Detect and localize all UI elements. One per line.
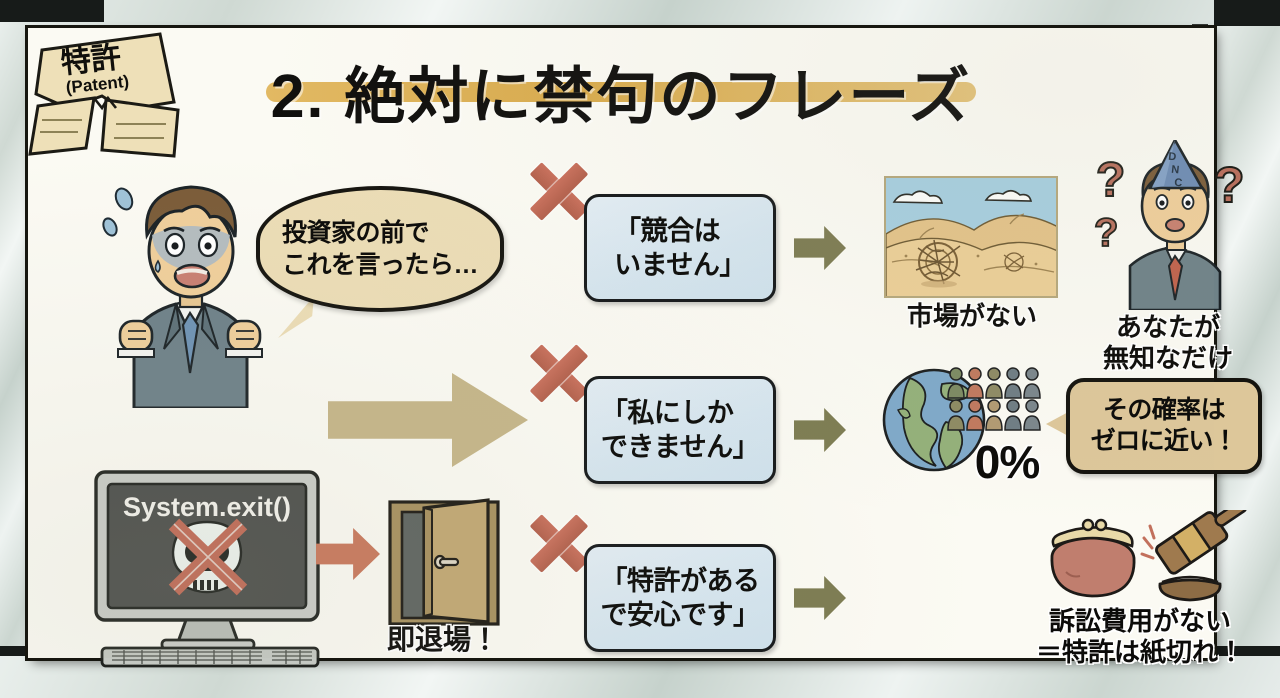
coin-purse-and-gavel-icon [1050, 510, 1248, 602]
phrase-box-row-3[interactable]: 「特許がある で安心です」 [584, 544, 776, 652]
open-door-icon [388, 498, 500, 626]
door-caption: 即退場！ [386, 624, 499, 655]
system-exit-monitor-icon: System.exit() [94, 470, 320, 668]
phrase-text-row-2: 「私にしか できません」 [600, 397, 760, 462]
globe-people-icon [882, 367, 1041, 472]
panicked-founder-icon [102, 185, 263, 408]
arrow-row-1 [794, 226, 846, 270]
patent-sublabel-value: (Patent) [28, 162, 29, 163]
title-highlight-bar [266, 82, 976, 102]
consequence-caption-row-1: あなたが 無知なだけ [1102, 312, 1233, 374]
page-title-container: 2. 絶対に禁句のフレーズ [28, 46, 1214, 135]
svg-text:D: D [1168, 151, 1177, 164]
torn-patent-paper-icon: 特許 (Patent) [28, 28, 200, 162]
intro-speech-bubble: 投資家の前で これを言ったら… [256, 186, 504, 312]
poster-canvas: 2. 絶対に禁句のフレーズ [28, 28, 1262, 668]
page-title: 2. 絶対に禁句のフレーズ [270, 62, 972, 130]
frame-plate-left [0, 22, 30, 698]
phrase-box-row-2[interactable]: 「私にしか できません」 [584, 376, 776, 484]
x-mark-row-3 [528, 512, 590, 574]
arrow-row-2 [794, 408, 846, 452]
intro-speech-bubble-text: 投資家の前で これを言ったら… [281, 218, 479, 280]
dunce-cap-label-value: DNC [28, 162, 29, 163]
svg-text:N: N [1171, 164, 1180, 177]
desert-scene-icon [884, 176, 1058, 298]
svg-text:System.exit(): System.exit() [123, 492, 291, 522]
svg-text:特許: 特許 [59, 41, 122, 80]
result-caption-row-1: 市場がない [906, 301, 1037, 331]
arrow-row-3 [794, 576, 846, 620]
svg-text:?: ? [1214, 157, 1245, 213]
screen-text-value: System.exit() [28, 162, 29, 163]
frame-dark-topleft [0, 0, 104, 22]
frame-plate-top [0, 0, 1280, 30]
svg-text:?: ? [1094, 211, 1118, 255]
phrase-text-row-3: 「特許がある で安心です」 [600, 565, 761, 630]
confused-man-dunce-cap-icon: ? ? ? D N C [1093, 140, 1246, 310]
frame-dark-topright [1214, 0, 1280, 26]
probability-speech-bubble: その確率は ゼロに近い！ [1066, 378, 1262, 474]
patent-label-value: 特許 [28, 162, 29, 163]
phrase-text-row-1: 「競合は いません」 [614, 215, 746, 280]
svg-text:C: C [1174, 177, 1183, 190]
result-value-row-2: 0% [974, 436, 1040, 488]
probability-bubble-text: その確率は ゼロに近い！ [1090, 395, 1238, 455]
phrase-box-row-1[interactable]: 「競合は いません」 [584, 194, 776, 302]
frame-plate-right [1210, 26, 1280, 666]
x-mark-row-2 [528, 342, 590, 404]
x-mark-row-1 [528, 160, 590, 222]
consequence-caption-row-3: 訴訟費用がない ＝特許は紙切れ！ [1035, 606, 1244, 668]
arrow-main-flow [328, 373, 528, 467]
svg-text:?: ? [1096, 154, 1125, 207]
